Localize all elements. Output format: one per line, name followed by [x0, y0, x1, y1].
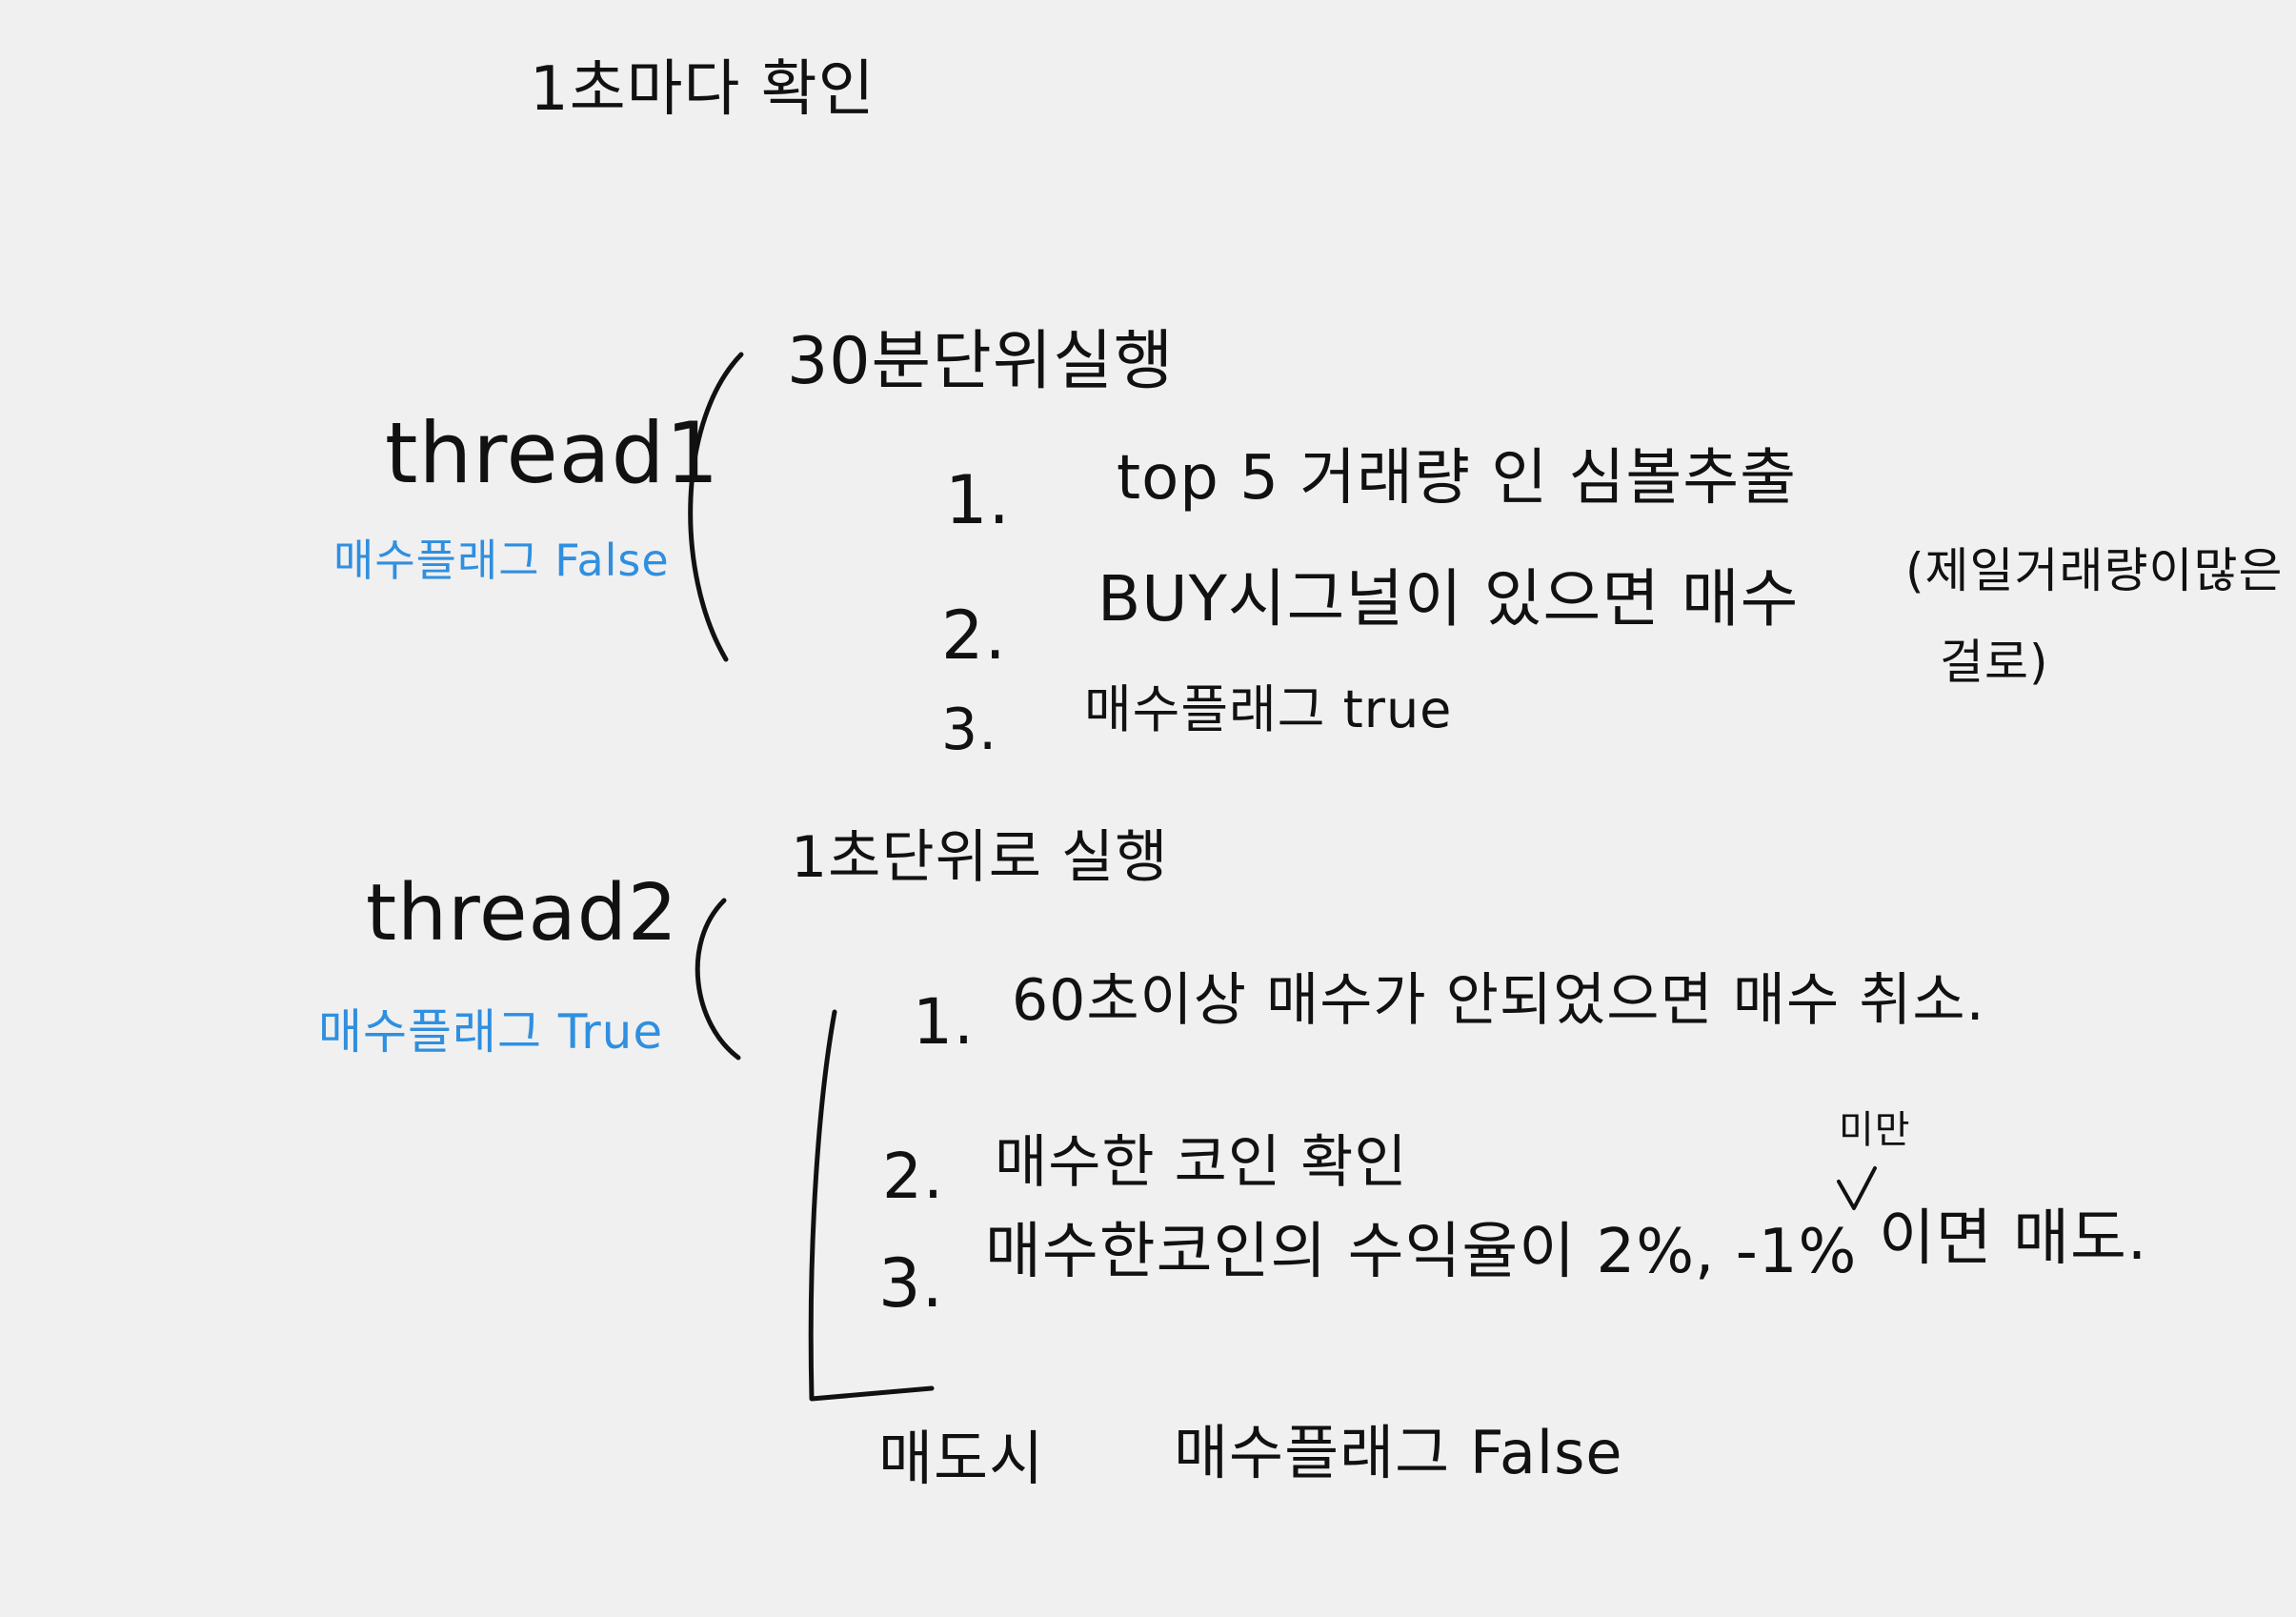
thread1-side-note-line1: (제일거래량이많은: [1905, 543, 2284, 598]
thread2-period: 1초단위로 실행: [791, 824, 1169, 891]
thread2-footer-right: 매수플래그 False: [1174, 1418, 1623, 1487]
insertion-caret: [1837, 1166, 1877, 1210]
thread1-step2-num: 2.: [941, 596, 1007, 675]
thread2-insert-note: 미만: [1839, 1108, 1911, 1152]
thread2-step2-text: 매수한 코인 확인: [995, 1129, 1408, 1196]
thread2-step3-suffix: 이면 매도.: [1879, 1203, 2148, 1274]
thread1-step3-text: 매수플래그 true: [1084, 679, 1453, 739]
thread1-step1-num: 1.: [945, 461, 1011, 539]
thread1-side-note-line2: 걸로): [1940, 635, 2049, 690]
thread1-step3-num: 3.: [941, 697, 998, 763]
thread2-step3-num: 3.: [878, 1244, 944, 1323]
thread2-step1-num: 1.: [913, 985, 975, 1059]
thread2-step3-text: 매수한코인의 수익율이 2%, -1%: [985, 1217, 1858, 1287]
thread2-footer-left: 매도시: [878, 1424, 1045, 1493]
thread2-label: thread2: [366, 868, 678, 959]
thread1-period: 30분단위실행: [787, 324, 1175, 399]
thread2-step1-text: 60초이상 매수가 안되었으면 매수 취소.: [1012, 967, 1985, 1034]
thread1-label: thread1: [385, 404, 720, 502]
thread1-bracket: [688, 352, 744, 662]
thread2-bracket: [695, 898, 741, 1061]
thread1-step2-text: BUY시그널이 있으면 매수: [1098, 562, 1800, 636]
thread1-flag-note: 매수플래그 False: [333, 535, 670, 586]
thread1-step1-text: top 5 거래량 인 심볼추출: [1117, 443, 1798, 514]
thread2-flag-note: 매수플래그 True: [318, 1004, 664, 1060]
thread2-step2-num: 2.: [882, 1140, 944, 1213]
page-title: 1초마다 확인: [530, 54, 876, 125]
